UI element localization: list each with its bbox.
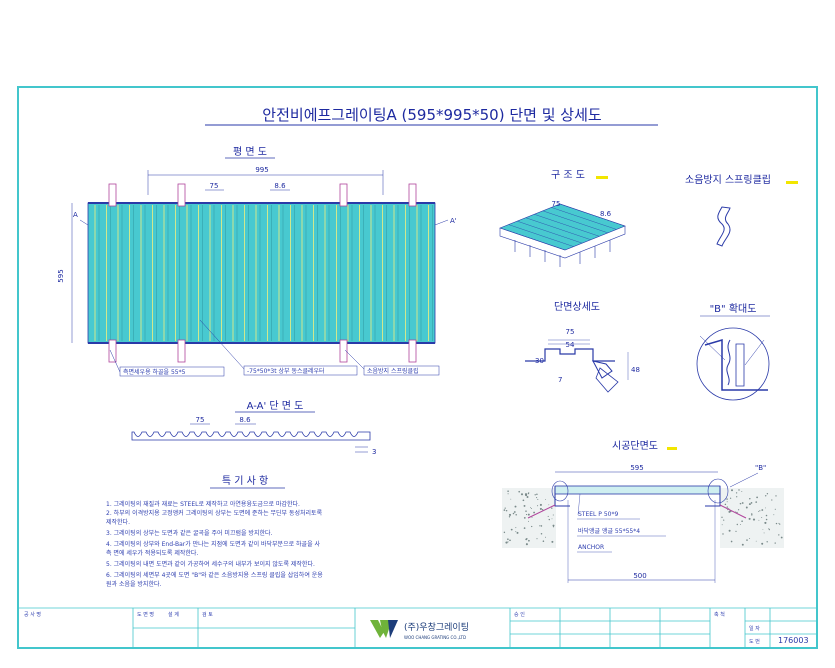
plan-dimension-pitch: 75 8.6 <box>205 182 290 191</box>
note-line: 1. 그레이팅의 재질과 재료는 STEEL로 제작하고 아연용융도금으로 마감… <box>106 500 300 508</box>
section-aa-dimensions: 75 8.6 3 <box>190 416 376 456</box>
company-sub: WOO CHANG GRATING CO.,LTD <box>404 635 466 640</box>
svg-text:75: 75 <box>210 182 219 190</box>
svg-text:검 토: 검 토 <box>202 611 213 618</box>
company-name: (주)우창그레이팅 <box>404 622 469 633</box>
install-view-label: 시공단면도 <box>612 440 658 452</box>
label-highlight <box>596 176 608 179</box>
note-line: 제작한다. <box>106 518 130 526</box>
svg-text:도 번: 도 번 <box>749 638 760 645</box>
svg-text:595: 595 <box>57 269 65 282</box>
plan-grating-panel <box>87 202 436 344</box>
svg-text:595: 595 <box>630 464 643 472</box>
svg-text:STEEL P 50*9: STEEL P 50*9 <box>578 511 618 518</box>
svg-text:995: 995 <box>255 166 268 174</box>
install-ground <box>502 478 784 548</box>
svg-text:75: 75 <box>552 200 561 208</box>
svg-text:일 자: 일 자 <box>749 625 760 632</box>
install-labels: STEEL P 50*9 바닥앵글 앵글 55*55*4 ANCHOR <box>577 493 666 553</box>
section-detail-drawing: 75 54 30 7 48 <box>525 328 640 393</box>
label-highlight <box>667 447 677 450</box>
plan-dimension-length: 995 <box>147 166 384 195</box>
svg-text:측면세우용 하골을 55*5: 측면세우용 하골을 55*5 <box>123 368 186 376</box>
drawing-number: 176003 <box>778 636 809 645</box>
title-block <box>18 607 817 648</box>
section-marker-a-prime: A' <box>450 217 457 225</box>
svg-text:30: 30 <box>535 357 544 365</box>
title-block-cells: 공 사 명 도 면 명 설 계 검 토 승 인 축 척 일 자 도 번 <box>24 611 760 645</box>
label-highlight <box>786 181 798 184</box>
detail-b-label: "B" 확대도 <box>710 303 757 315</box>
note-line: 측 면에 세우가 적용되도록 제작한다. <box>106 549 198 557</box>
svg-text:축 척: 축 척 <box>714 611 725 618</box>
clip-view-label: 소음방지 스프링클립 <box>685 173 771 186</box>
svg-text:8.6: 8.6 <box>239 416 251 424</box>
section-aa-label: A-A' 단 면 도 <box>247 400 304 412</box>
note-line: 4. 그레이팅의 상부와 End-Bar가 만나는 지점에 도면과 같이 바닥부… <box>106 540 320 548</box>
install-dimensions: 595 500 <box>555 464 718 583</box>
note-line: 5. 그레이팅의 내면 도면과 같이 가공하여 세수구의 내부가 보이지 않도록… <box>106 560 315 568</box>
structure-view-label: 구 조 도 <box>551 170 585 181</box>
spring-clip-shape <box>716 206 731 247</box>
note-line: 원과 소음을 방지한다. <box>106 580 161 588</box>
svg-text:바닥앵글 앵글 55*55*4: 바닥앵글 앵글 55*55*4 <box>578 527 640 535</box>
plan-support-posts <box>108 183 417 363</box>
svg-text:설 계: 설 계 <box>168 611 179 618</box>
company-logo <box>370 620 398 638</box>
plan-dimension-width: 595 <box>57 203 73 343</box>
svg-text:8.6: 8.6 <box>274 182 286 190</box>
notes-heading: 특 기 사 항 <box>222 475 268 487</box>
drawing-title: 안전비에프그레이팅A (595*995*50) 단면 및 상세도 <box>262 106 602 124</box>
sheet-border <box>17 86 818 649</box>
structure-isometric: 75 8.6 <box>499 200 626 267</box>
svg-text:공 사 명: 공 사 명 <box>24 611 41 618</box>
note-line: 6. 그레이팅의 세면부 4곳에 도면 "B"와 같은 소음방지용 스프링 클립… <box>106 571 323 579</box>
svg-text:75: 75 <box>566 328 575 336</box>
install-b-marker: "B" <box>755 464 766 472</box>
detail-b-drawing <box>696 327 770 401</box>
note-line: 2. 하부의 이격방지용 고정앵커 그레이팅의 상부는 도면에 준하는 무딘부 … <box>106 509 323 517</box>
svg-text:승 인: 승 인 <box>514 611 525 618</box>
svg-text:48: 48 <box>631 366 640 374</box>
svg-text:54: 54 <box>566 341 575 349</box>
note-line: 3. 그레이팅의 상부는 도면과 같은 굴곡을 주어 미끄럼을 방지한다. <box>106 529 273 537</box>
svg-text:7: 7 <box>558 376 562 384</box>
svg-text:500: 500 <box>633 572 646 580</box>
section-detail-label: 단면상세도 <box>554 301 600 313</box>
svg-text:소음방지 스프링클립: 소음방지 스프링클립 <box>367 367 419 375</box>
svg-text:8.6: 8.6 <box>600 210 612 218</box>
svg-text:3: 3 <box>372 448 376 456</box>
plan-view-label: 평 면 도 <box>233 146 267 158</box>
section-aa-profile <box>131 431 371 441</box>
svg-text:-75*50*3t 상부 동스클레우터: -75*50*3t 상부 동스클레우터 <box>247 367 325 375</box>
svg-text:75: 75 <box>196 416 205 424</box>
section-marker-a: A <box>73 211 78 219</box>
svg-text:ANCHOR: ANCHOR <box>578 544 604 551</box>
plan-callouts: 측면세우용 하골을 55*5 -75*50*3t 상부 동스클레우터 소음방지 … <box>109 319 440 377</box>
svg-text:도 면 명: 도 면 명 <box>137 611 154 618</box>
notes-list: 1. 그레이팅의 재질과 재료는 STEEL로 제작하고 아연용융도금으로 마감… <box>106 500 323 588</box>
